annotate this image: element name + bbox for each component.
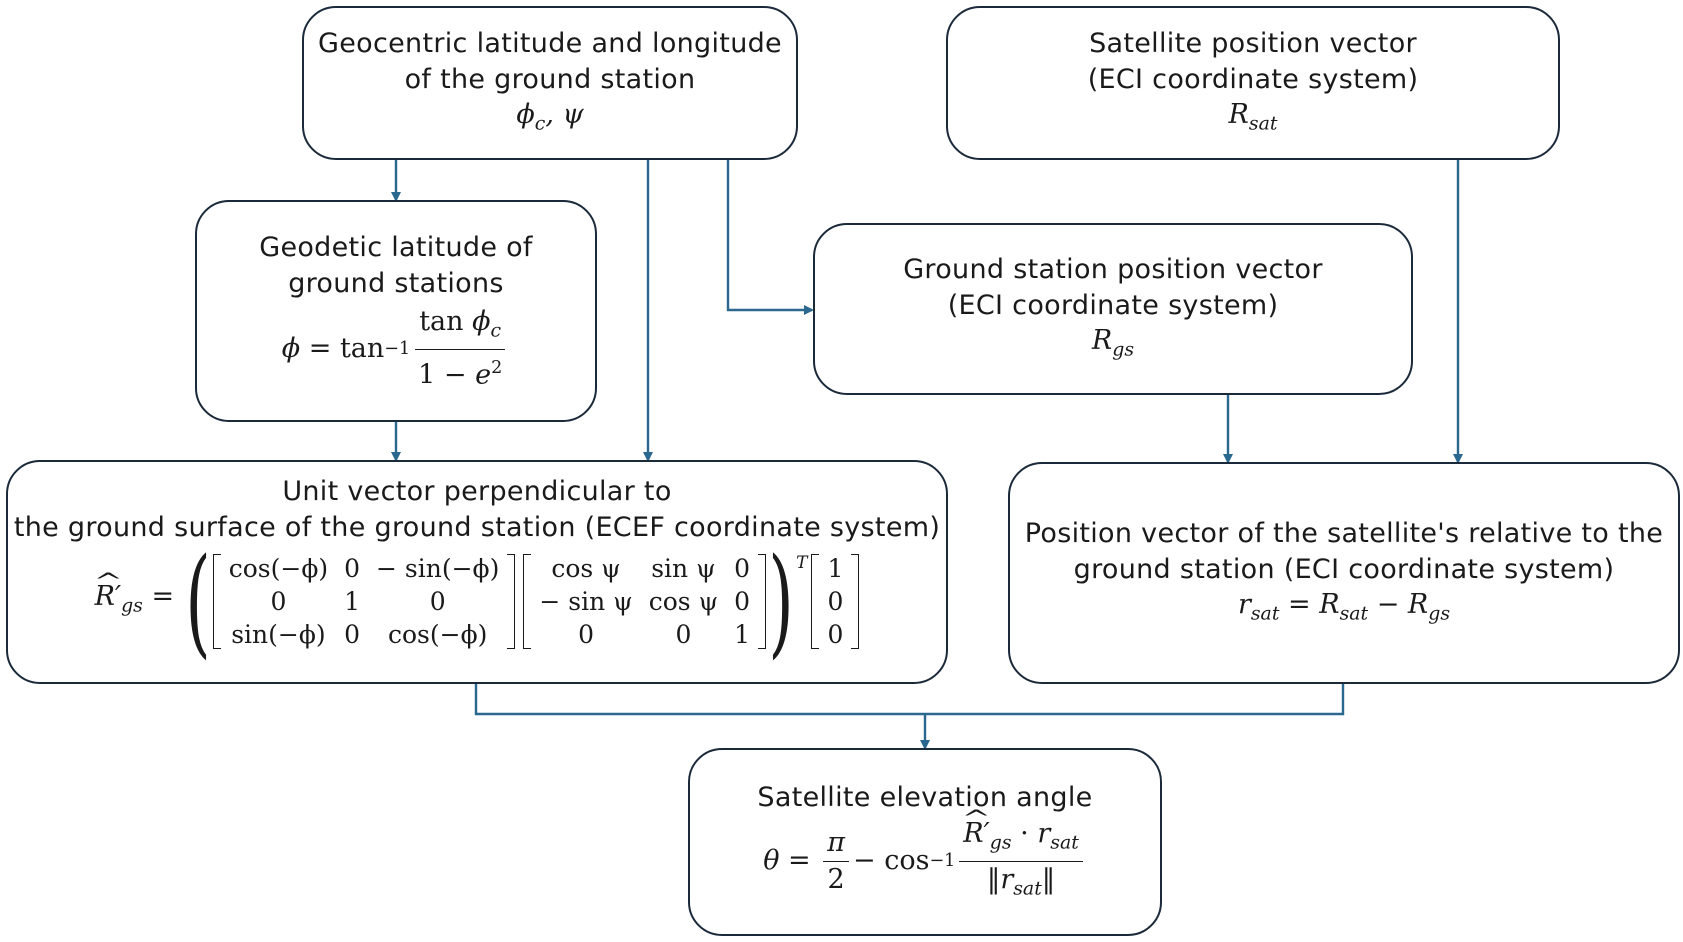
gspos-line1: Ground station position vector [903, 253, 1323, 285]
relpos-equation: rsat = Rsat − Rgs [1237, 588, 1451, 625]
relpos-line2: ground station (ECI coordinate system) [1073, 553, 1615, 585]
unitvec-line2: the ground surface of the ground station… [13, 512, 941, 543]
geocentric-box: Geocentric latitude and longitude of the… [302, 6, 798, 160]
pi-over-2: π 2 [823, 827, 849, 896]
matrix-cell: 0 [270, 586, 287, 616]
geocentric-line2: of the ground station [404, 63, 696, 95]
gspos-line2: (ECI coordinate system) [947, 289, 1279, 321]
matrix-cell: − sin ψ [539, 586, 633, 616]
elevation-line1: Satellite elevation angle [757, 781, 1093, 813]
matrix-cell: cos(−ϕ) [388, 619, 488, 649]
matrix-cell: 0 [827, 619, 844, 649]
matrix-cell: 1 [344, 586, 361, 616]
geodetic-fraction: tan ϕc 1 − e2 [414, 306, 506, 391]
geodetic-box: Geodetic latitude of ground stations ϕ =… [195, 200, 597, 422]
elevation-fraction: R′gs · rsat ‖rsat‖ [959, 818, 1083, 904]
matrix-cell: 1 [827, 553, 844, 583]
elevation-angle-box: Satellite elevation angle θ = π 2 − cos−… [688, 748, 1162, 936]
matrix-cell: 0 [344, 619, 361, 649]
matrix-cell: − sin(−ϕ) [376, 553, 500, 583]
satellite-position-box: Satellite position vector (ECI coordinat… [946, 6, 1560, 160]
satpos-line2: (ECI coordinate system) [1087, 63, 1419, 95]
merge-line [474, 684, 1345, 716]
matrix-cell: 0 [675, 619, 692, 649]
unit-vector-box: Unit vector perpendicular to the ground … [6, 460, 948, 684]
matrix-cell: cos ψ [551, 553, 621, 583]
geocentric-math: ϕc, ψ [516, 98, 584, 135]
matrix-cell: 0 [827, 586, 844, 616]
matrix-cell: 0 [344, 553, 361, 583]
unitvec-line1: Unit vector perpendicular to [282, 476, 672, 507]
relpos-line1: Position vector of the satellite's relat… [1024, 517, 1664, 549]
geodetic-line1: Geodetic latitude of [259, 232, 533, 264]
unitvec-equation: R′gs = ( cos(−ϕ)0− sin(−ϕ)010sin(−ϕ)0cos… [95, 542, 860, 660]
matrix-cell: 0 [578, 619, 594, 649]
matrix-cell: 0 [429, 586, 446, 616]
matrix-cell: 0 [734, 553, 751, 583]
satpos-line1: Satellite position vector [1089, 27, 1417, 59]
ground-station-position-box: Ground station position vector (ECI coor… [813, 223, 1413, 395]
matrix-cell: cos(−ϕ) [228, 553, 329, 583]
arrow-geocentric-to-gspos [726, 157, 814, 315]
geodetic-equation: ϕ = tan−1 tan ϕc 1 − e2 [282, 306, 510, 391]
transpose-sup: T [796, 553, 808, 573]
matrix-cell: 1 [734, 619, 751, 649]
gspos-math: Rgs [1091, 324, 1135, 361]
geocentric-line1: Geocentric latitude and longitude [318, 27, 782, 59]
elevation-equation: θ = π 2 − cos−1 R′gs · rsat ‖rsat‖ [763, 818, 1087, 904]
relative-position-box: Position vector of the satellite's relat… [1008, 462, 1680, 684]
matrix-cell: sin(−ϕ) [231, 619, 326, 649]
matrix-cell: sin ψ [651, 553, 716, 583]
geodetic-line2: ground stations [288, 268, 504, 300]
satpos-math: Rsat [1228, 98, 1278, 135]
matrix-cell: 0 [734, 586, 751, 616]
matrix-cell: cos ψ [648, 586, 719, 616]
